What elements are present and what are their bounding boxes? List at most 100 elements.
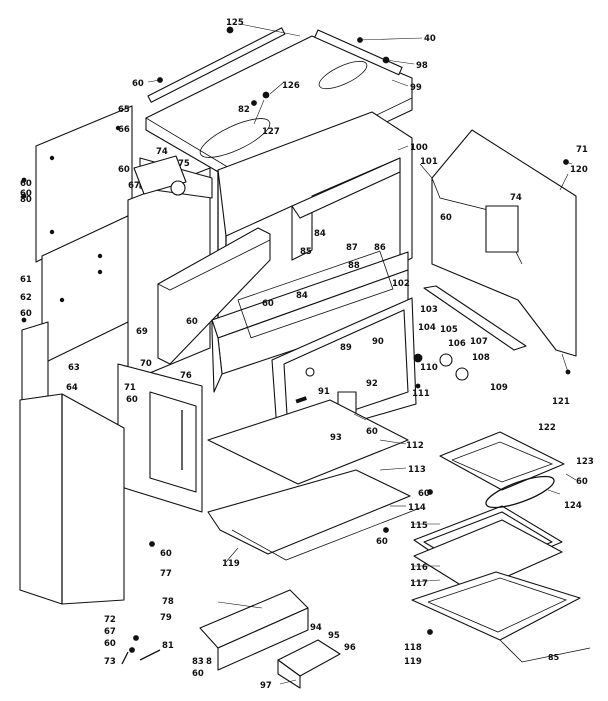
callout-8: 8 — [206, 657, 212, 667]
callout-109: 109 — [490, 383, 508, 393]
callout-60-h: 60 — [186, 317, 198, 327]
callout-75: 75 — [178, 159, 190, 169]
callout-101: 101 — [420, 157, 438, 167]
callout-83: 83 — [192, 657, 204, 667]
callout-119-a: 119 — [222, 559, 240, 569]
callout-126: 126 — [282, 81, 300, 91]
callout-94: 94 — [310, 623, 322, 633]
top-panel — [145, 27, 413, 189]
callout-60-a: 60 — [132, 79, 144, 89]
callout-123: 123 — [576, 457, 594, 467]
callout-110: 110 — [420, 363, 438, 373]
callout-67-b: 67 — [104, 627, 116, 637]
callout-64: 64 — [66, 383, 78, 393]
oven-rack — [411, 571, 591, 663]
callout-77: 77 — [160, 569, 172, 579]
callout-121: 121 — [552, 397, 570, 407]
callout-60-d: 60 — [20, 189, 32, 199]
callout-90: 90 — [372, 337, 384, 347]
broiler-element — [439, 431, 565, 509]
side-rail — [423, 285, 527, 351]
callout-60-p: 60 — [192, 669, 204, 679]
callout-91: 91 — [318, 387, 330, 397]
callout-103: 103 — [420, 305, 438, 315]
callout-122: 122 — [538, 423, 556, 433]
callout-97: 97 — [260, 681, 272, 691]
callout-60-i: 60 — [126, 395, 138, 405]
door-frame — [211, 250, 409, 393]
control-bracket — [133, 155, 187, 196]
callout-95: 95 — [328, 631, 340, 641]
callout-115: 115 — [410, 521, 428, 531]
callout-96: 96 — [344, 643, 356, 653]
callout-89: 89 — [340, 343, 352, 353]
callout-84-b: 84 — [296, 291, 308, 301]
callout-73: 73 — [104, 657, 116, 667]
callout-124: 124 — [564, 501, 582, 511]
callout-111: 111 — [412, 389, 430, 399]
outer-side-panel — [19, 393, 125, 605]
callout-60-g: 60 — [262, 299, 274, 309]
leader-lines — [147, 23, 577, 685]
callout-99: 99 — [410, 83, 422, 93]
callout-69: 69 — [136, 327, 148, 337]
callout-127: 127 — [262, 127, 280, 137]
callout-80: 80 — [20, 195, 32, 205]
callout-67-a: 67 — [128, 181, 140, 191]
corner-post — [21, 321, 49, 401]
callout-60-m: 60 — [376, 537, 388, 547]
callout-87: 87 — [346, 243, 358, 253]
left-inner-panel — [117, 363, 203, 513]
callout-81: 81 — [162, 641, 174, 651]
callout-108: 108 — [472, 353, 490, 363]
callout-79: 79 — [160, 613, 172, 623]
callout-60-j: 60 — [366, 427, 378, 437]
callout-102: 102 — [392, 279, 410, 289]
callout-60-e: 60 — [440, 213, 452, 223]
callout-62: 62 — [20, 293, 32, 303]
callout-85: 85 — [300, 247, 312, 257]
callout-113: 113 — [408, 465, 426, 475]
callout-106: 106 — [448, 339, 466, 349]
page-code: 85 — [548, 653, 560, 662]
callout-60-k: 60 — [576, 477, 588, 487]
callout-120: 120 — [570, 165, 588, 175]
callout-82: 82 — [238, 105, 250, 115]
callout-107: 107 — [470, 337, 488, 347]
callout-60-b: 60 — [118, 165, 130, 175]
callout-84-a: 84 — [314, 229, 326, 239]
callout-93: 93 — [330, 433, 342, 443]
bracket-94-96 — [277, 639, 341, 689]
callout-60-n: 60 — [160, 549, 172, 559]
callout-98: 98 — [416, 61, 428, 71]
callout-60-f: 60 — [20, 309, 32, 319]
callout-78: 78 — [162, 597, 174, 607]
hardware — [21, 26, 571, 665]
callout-60-c: 60 — [20, 179, 32, 189]
callout-70: 70 — [140, 359, 152, 369]
terminal-block — [199, 589, 309, 671]
callout-118: 118 — [404, 643, 422, 653]
callout-104: 104 — [418, 323, 436, 333]
callout-60-o: 60 — [104, 639, 116, 649]
oven-bottom — [207, 399, 409, 485]
callout-63: 63 — [68, 363, 80, 373]
callout-65: 65 — [118, 105, 130, 115]
callout-76: 76 — [180, 371, 192, 381]
callout-72: 72 — [104, 615, 116, 625]
callout-labels: 125 40 98 99 60 126 65 66 82 127 100 71 … — [20, 18, 594, 691]
callout-100: 100 — [410, 143, 428, 153]
right-side-panel — [431, 129, 577, 357]
oven-liner-insulation — [157, 227, 271, 365]
callout-119-b: 119 — [404, 657, 422, 667]
callout-74-b: 74 — [510, 193, 522, 203]
callout-105: 105 — [440, 325, 458, 335]
callout-125: 125 — [226, 18, 244, 28]
callout-86: 86 — [374, 243, 386, 253]
callout-88: 88 — [348, 261, 360, 271]
deflector-plate — [207, 469, 421, 561]
callout-71-b: 71 — [124, 383, 136, 393]
callout-112: 112 — [406, 441, 424, 451]
callout-71-a: 71 — [576, 145, 588, 155]
